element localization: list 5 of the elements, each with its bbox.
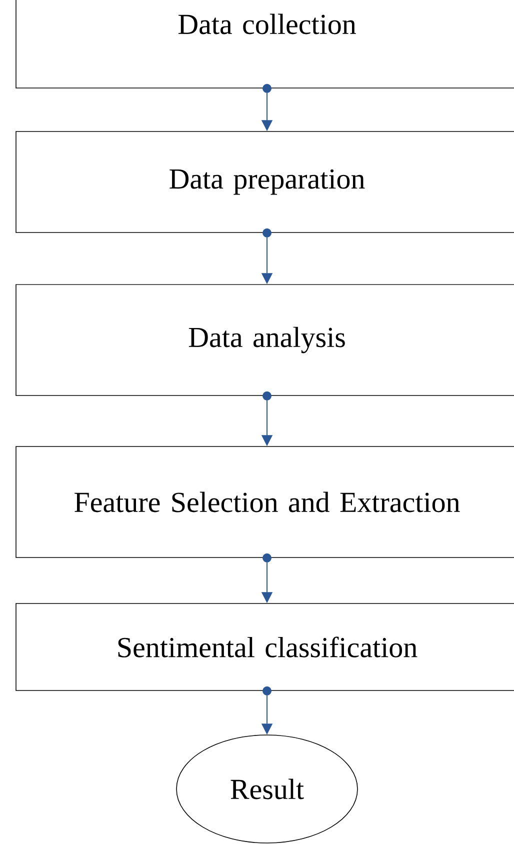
process-box: Data collection (16, 0, 514, 88)
process-box: Data preparation (16, 131, 514, 233)
process-box: Data analysis (16, 284, 514, 396)
process-box: Feature Selection and Extraction (16, 446, 514, 558)
process-box: Sentimental classification (16, 603, 514, 691)
